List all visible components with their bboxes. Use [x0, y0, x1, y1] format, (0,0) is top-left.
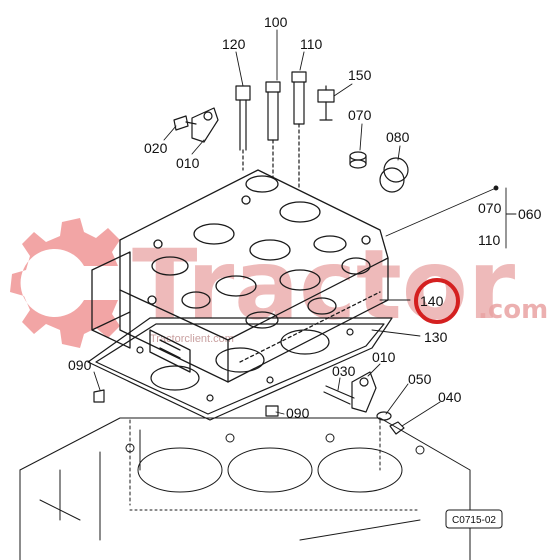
watermark-suffix: .com: [478, 295, 548, 325]
head-bolt-120: [235, 85, 251, 171]
callout-090-right: 090: [286, 405, 310, 421]
gear-logo-icon: [10, 218, 120, 348]
engine-block: [19, 417, 471, 560]
callout-050: 050: [408, 371, 432, 387]
callout-060: 060: [518, 206, 542, 222]
callout-090-left: 090: [68, 357, 92, 373]
callout-030: 030: [332, 363, 356, 379]
highlight-ring: [414, 278, 460, 324]
head-gasket: [87, 317, 393, 421]
callout-070-right: 070: [478, 200, 502, 216]
callout-100: 100: [264, 14, 288, 30]
callout-120: 120: [222, 36, 246, 52]
callout-140: 140: [420, 293, 444, 309]
callout-110-right: 110: [478, 232, 501, 248]
bolt-090: [93, 389, 279, 417]
sensor-150: [317, 85, 335, 121]
callout-080: 080: [386, 129, 410, 145]
bracket-010-lower: [351, 371, 377, 413]
seal-070: [349, 151, 367, 169]
figure-code-box: C0715-02: [445, 509, 503, 529]
cylinder-head: [91, 169, 389, 383]
watermark-small-text: Tractorclient.com: [150, 333, 234, 345]
callout-labels: 100 120 110 150 070 080 020 010 070 060 …: [68, 14, 542, 421]
nut-040: [389, 421, 405, 435]
stud-030: [323, 385, 355, 405]
callout-150: 150: [348, 67, 372, 83]
callout-020: 020: [144, 140, 168, 156]
plug-080: [379, 157, 409, 193]
callout-110: 110: [300, 36, 323, 52]
callout-010-lower: 010: [372, 349, 396, 365]
valve-guide-110: [291, 71, 307, 191]
watermark: Tractor .com Tractorclient.com: [10, 218, 548, 348]
callout-130: 130: [424, 329, 448, 345]
callout-070-top: 070: [348, 107, 372, 123]
callout-010-top: 010: [176, 155, 200, 171]
figure-code: C0715-02: [452, 515, 496, 526]
valve-guide-100: [265, 81, 281, 179]
callout-040: 040: [438, 389, 462, 405]
washer-050: [376, 411, 392, 421]
bracket-010: [191, 107, 219, 143]
leader-lines: [93, 29, 517, 427]
